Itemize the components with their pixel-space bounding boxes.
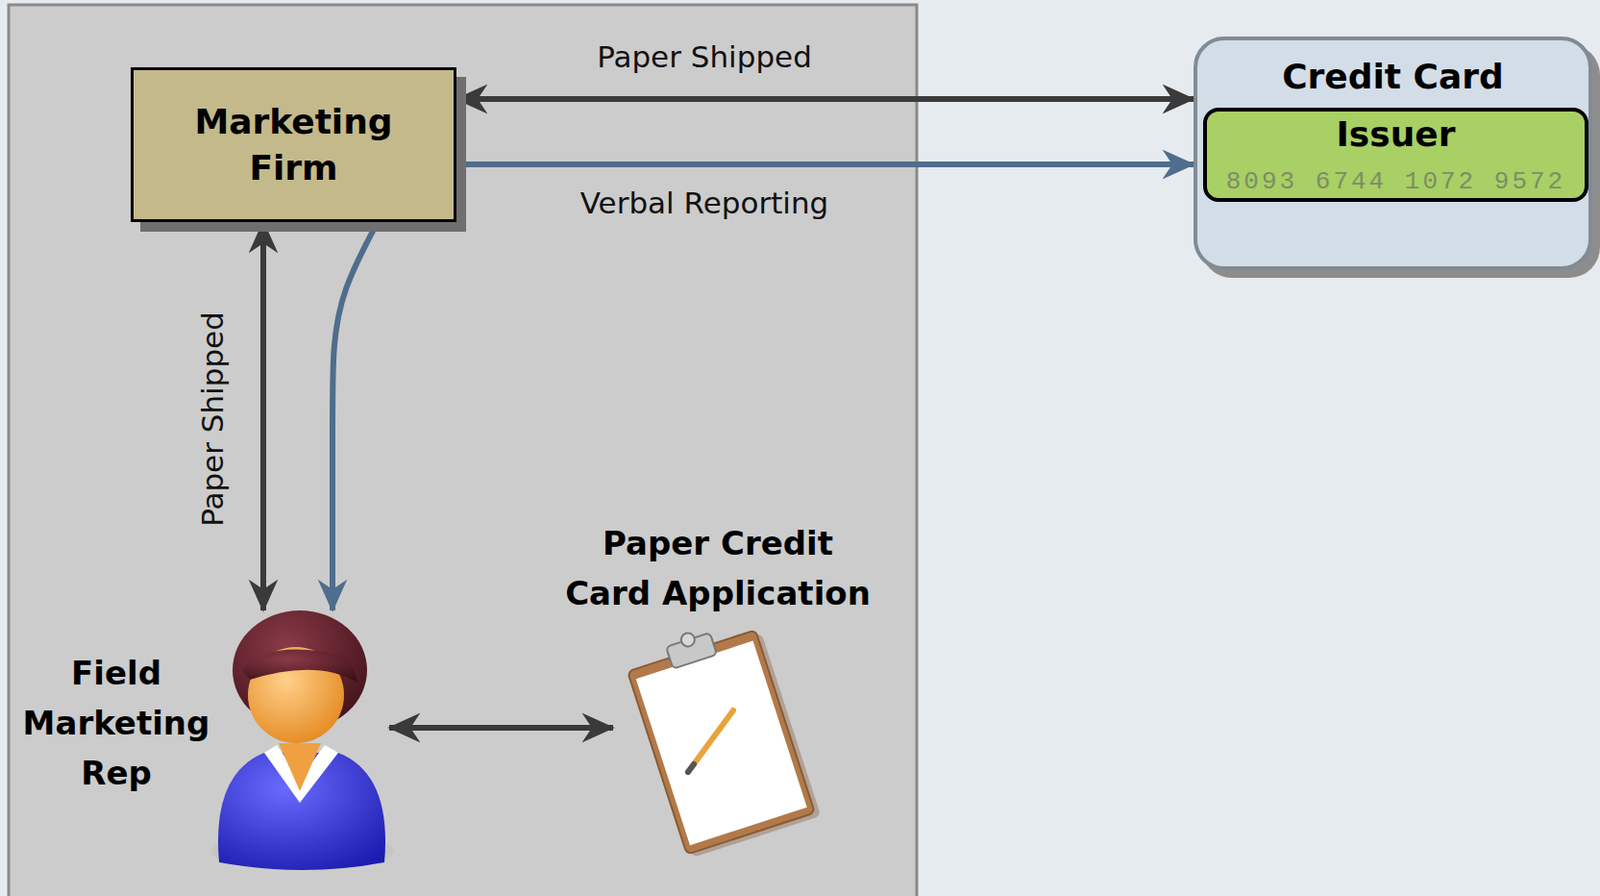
clipboard-figure [613,627,823,849]
system-panel [8,4,917,896]
node-title: Issuer [1335,115,1455,154]
card-number: 8093 6744 1072 9572 [1226,169,1566,195]
connector [456,96,1194,102]
edge-label: Paper Shipped [596,39,813,74]
edge-label: Paper Shipped [195,311,230,527]
card-box: Credit CardIssuer 8093 6744 1072 9572 [1193,36,1593,271]
edge-label: Verbal Reporting [580,185,829,221]
connector [260,221,267,611]
connector [332,221,378,611]
person-node: Field Marketing Rep [211,610,390,870]
node-title: Marketing Firm [169,98,419,192]
connector [389,724,614,731]
person-label: Field Marketing Rep [9,647,223,798]
connector [456,161,1194,168]
node-title: Credit Card [1281,59,1504,95]
clipboard-node: Paper Credit Card Application [613,627,823,849]
firm-box: Marketing Firm [130,67,457,222]
card-stripe: Issuer 8093 6744 1072 9572 [1203,107,1589,202]
clipboard-label: Paper Credit Card Application [559,517,877,618]
person-figure [211,610,390,870]
